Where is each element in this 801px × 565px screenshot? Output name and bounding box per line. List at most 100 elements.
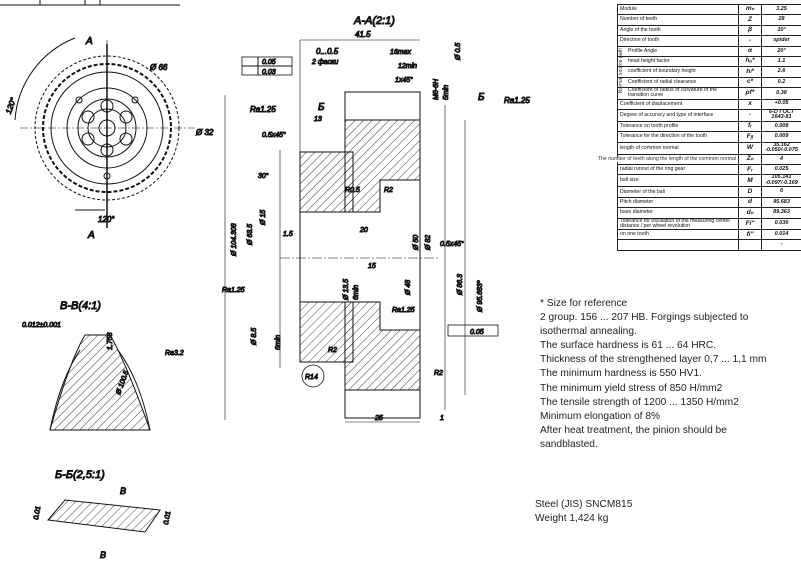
section-marker-b: Б — [318, 102, 325, 113]
param-label-text: Degree of accuracy and type of interface — [620, 111, 714, 118]
note-line: The minimum hardness is 550 HV1. — [540, 368, 702, 380]
dim-d32: Ø 32 — [195, 128, 214, 137]
note-line: The surface hardness is 61 ... 64 HRC. — [540, 340, 717, 352]
param-label-text: Number of teeth — [620, 16, 658, 23]
note-line: sandblasted. — [540, 438, 598, 450]
param-symbol-text: fᵣ — [748, 122, 752, 130]
table-row: Coefficient of radius of curvature of th… — [617, 87, 801, 100]
param-label-text: ball size — [620, 177, 639, 184]
roughness-ra125-inner: Ra1.25 — [392, 307, 415, 314]
param-symbol: Fᵣ — [738, 164, 762, 176]
param-value: 6-D ГОСТ 1643-81 — [761, 108, 801, 122]
chamfer-05x45: 0.5x45° — [262, 131, 286, 139]
param-symbol-text: dₙ — [746, 208, 754, 216]
param-value-text: 28 — [778, 16, 785, 23]
param-label-text: head height factor — [628, 58, 670, 65]
param-label-text: Coefficient of radius of curvature of th… — [628, 87, 718, 99]
param-label-text: Tolerance on tooth profile — [620, 123, 679, 130]
param-value-text: 6 — [779, 188, 784, 195]
perpendicularity-tolerance: 0.03 — [262, 69, 276, 76]
note-line: Minimum elongation of 8% — [540, 410, 661, 422]
param-value-text: 35.162 -0.050/-0.075 — [765, 141, 798, 154]
tolerance-0-01-right: 0.01 — [163, 511, 172, 526]
param-value: 95.683 — [761, 196, 801, 209]
param-symbol-text: d — [748, 198, 752, 206]
roughness-ra125-left: Ra1.25 — [250, 105, 276, 114]
param-label: on one tooth — [617, 229, 739, 241]
param-value: 105.141 -0.097/-0.169 — [761, 174, 801, 188]
dim-d104: Ø 104.308 — [231, 223, 238, 257]
param-value: +0.05 — [761, 98, 801, 110]
param-value-text: 1.1 — [777, 57, 786, 64]
dim-0-0-5: 0...0.5 — [316, 47, 339, 56]
param-label: Coefficient of radius of curvature of th… — [617, 87, 739, 100]
param-value-text: 105.141 -0.097/-0.169 — [765, 174, 798, 186]
param-label-text: on one tooth — [620, 231, 649, 238]
section-marker-bv-top: B — [120, 486, 126, 496]
flatness-frame — [241, 56, 293, 76]
param-value-text: +0.05 — [774, 100, 789, 107]
param-symbol: ρf* — [738, 87, 762, 100]
param-symbol: - — [738, 35, 762, 47]
param-symbol-text: c* — [746, 78, 754, 86]
param-label-text: coefficient of boundary height — [628, 68, 696, 75]
param-label: ball size — [617, 174, 739, 188]
detail-bb-title: B-B(4:1) — [60, 300, 101, 312]
param-symbol-text: Fᵣ — [747, 165, 753, 173]
param-value-text: 6-D ГОСТ 1643-81 — [768, 108, 795, 121]
tooth-profile — [49, 334, 151, 431]
dim-d66: Ø 66 — [149, 63, 168, 72]
dim-angle-120-bottom: 120° — [98, 215, 115, 224]
param-label: base diameter — [617, 207, 739, 219]
param-symbol-text: x — [748, 99, 752, 107]
param-value: 35.162 -0.050/-0.075 — [761, 141, 801, 155]
param-value: 20° — [761, 45, 801, 57]
dim-d82: Ø 82 — [425, 235, 432, 251]
param-label-text: Module — [620, 6, 638, 13]
param-value-text: 4 — [779, 155, 784, 162]
param-label-text: Coefficient of radial clearance — [628, 78, 697, 85]
table-row: ball size M 105.141 -0.097/-0.169 — [617, 174, 801, 188]
material-block: Steel (JIS) SNCM815 Weight 1,424 kg — [535, 498, 632, 526]
position-tolerance: Ø 0.5 — [455, 43, 462, 61]
param-label: Tolerance on tooth profile — [617, 120, 739, 133]
radius-r2-b: R2 — [328, 347, 337, 354]
material-weight: Weight 1,424 kg — [535, 513, 609, 524]
dim-d8-5: Ø 8.5 — [251, 328, 258, 346]
param-label: head height factor — [617, 55, 739, 68]
param-label-text: Profile Angle — [628, 47, 658, 54]
section-marker-a-top: A — [85, 36, 93, 47]
param-value-text: 89.363 — [773, 209, 790, 216]
param-label-text: Direction of tooth — [620, 37, 660, 44]
param-symbol-text: Z — [748, 15, 752, 23]
param-symbol-text: β — [747, 26, 753, 34]
param-label: Number of teeth — [617, 14, 739, 26]
section-aa-title: A-A(2:1) — [353, 15, 395, 27]
dim-d48: Ø 48 — [405, 280, 412, 296]
roughness-ra125-bottom: Ra1.25 — [222, 287, 245, 294]
param-value: 0.036 — [761, 217, 801, 231]
param-value-text: 0.009 — [774, 133, 789, 140]
param-value-text: 10° — [777, 26, 786, 33]
param-value-text: 0.38 — [776, 89, 787, 96]
radius-r05: R0.5 — [345, 187, 360, 194]
roughness-ra125-right: Ra1.25 — [504, 96, 530, 105]
param-symbol: x — [738, 98, 762, 110]
param-symbol: Zₙ — [738, 153, 762, 166]
param-label: radial runout of the ring gear — [617, 164, 739, 176]
param-symbol: D — [738, 186, 762, 198]
param-value: - — [761, 239, 801, 251]
dim-1-758: 1.758 — [107, 332, 114, 350]
param-label: The number of teeth along the length of … — [597, 153, 739, 166]
param-symbol-text: M — [747, 176, 753, 184]
param-value-text: 2.6 — [777, 68, 786, 75]
